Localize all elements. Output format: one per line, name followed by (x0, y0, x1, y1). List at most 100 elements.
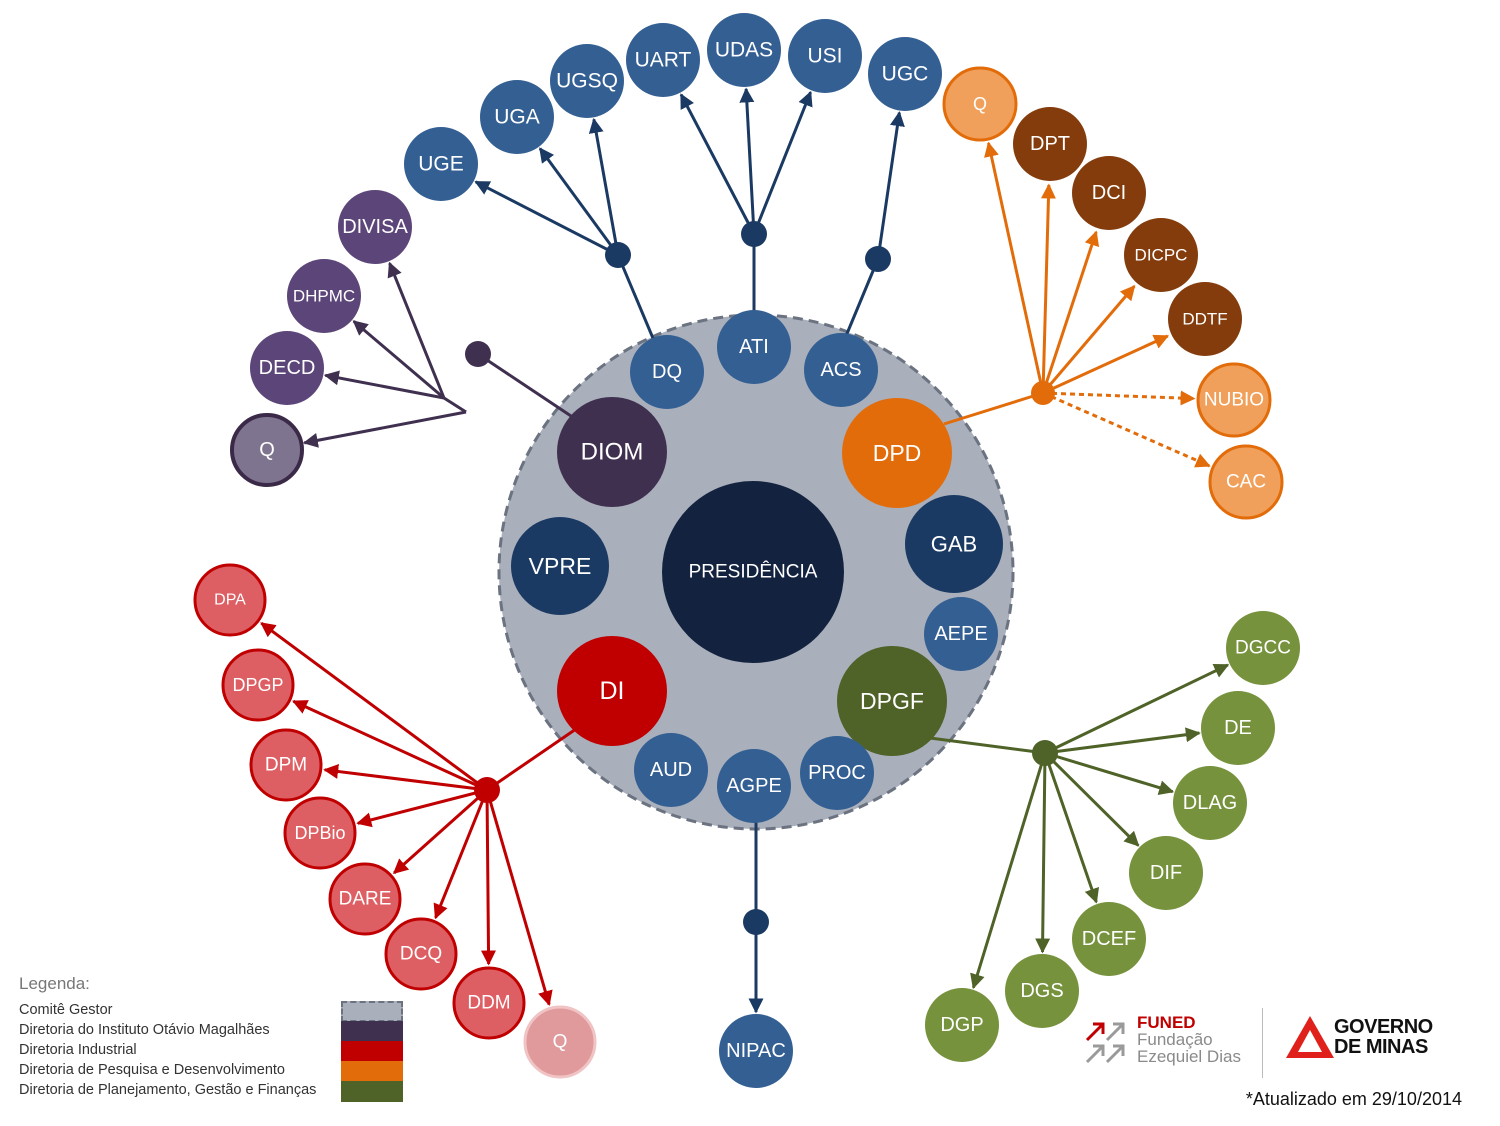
node-label: DDM (467, 993, 510, 1014)
node-label: DE (1224, 717, 1252, 739)
node-label: PROC (808, 762, 866, 784)
node-label: DGS (1020, 980, 1063, 1002)
node-dicpc: DICPC (1124, 218, 1198, 292)
node-dgs: DGS (1005, 954, 1079, 1028)
node-proc-committee: PROC (800, 736, 874, 810)
edge-dpd-dpt (1040, 183, 1056, 394)
node-label: DIVISA (342, 216, 408, 238)
legend-title: Legenda: (19, 974, 90, 993)
node-diom-committee: DIOM (557, 397, 667, 507)
node-dpa: DPA (193, 563, 267, 637)
node-label: CAC (1226, 472, 1266, 493)
node-label: DICPC (1135, 246, 1188, 265)
edge-dpd-nubio (1042, 390, 1196, 406)
edge-ati-uart (679, 93, 756, 235)
edge-di-dpbio (356, 788, 488, 828)
node-label: UGSQ (556, 70, 618, 93)
node-ddtf: DDTF (1168, 282, 1242, 356)
node-label: DCQ (400, 944, 442, 965)
edge-di-ddm (481, 789, 497, 966)
edge-dq-uge (474, 180, 619, 257)
node-dpgf-committee: DPGF (837, 646, 947, 756)
node-gab-committee: GAB (905, 495, 1003, 593)
legend-item-diom: Diretoria do Instituto Otávio Magalhães (19, 1021, 403, 1042)
edge-diom-divisa (387, 261, 446, 399)
node-label: Q (973, 94, 987, 114)
edge-dq-uga (538, 147, 620, 256)
legend-item-comite-gestor: Comitê Gestor (19, 1001, 403, 1022)
edge-dpgf-dgs (1035, 752, 1051, 954)
edge-diom-dhpmc (352, 320, 445, 400)
node-ugc: UGC (868, 37, 942, 111)
node-label: AGPE (726, 775, 782, 797)
node-cac: CAC (1208, 444, 1284, 520)
node-agpe-committee: AGPE (717, 749, 791, 823)
edge-diom-decd (323, 370, 445, 400)
edge-acs-hub (844, 258, 880, 337)
edge-diom-q (302, 410, 467, 448)
legend-swatch-dpgf (341, 1081, 403, 1102)
node-label: DDTF (1182, 310, 1227, 329)
gov-line2: DE MINAS (1334, 1035, 1428, 1058)
edge-dpd-cac (1042, 391, 1211, 468)
node-label: DIOM (581, 439, 644, 466)
edge-dpgf-dcef (1043, 752, 1100, 904)
node-label: DPT (1030, 133, 1070, 155)
node-aepe-committee: AEPE (924, 597, 998, 671)
edge-dpgf-dif (1043, 751, 1140, 847)
node-de: DE (1201, 691, 1275, 765)
node-label: DGP (940, 1014, 983, 1036)
legend-item-dpd: Diretoria de Pesquisa e Desenvolvimento (19, 1061, 403, 1082)
node-label: PRESIDÊNCIA (689, 561, 818, 583)
node-label: UDAS (715, 39, 773, 62)
node-ati-committee: ATI (717, 310, 791, 384)
edge-dpgf-dlag (1044, 751, 1175, 795)
node-label: AUD (650, 759, 692, 781)
node-dpd-committee: DPD (842, 398, 952, 508)
edge-dpgf-dgp (970, 752, 1047, 990)
hub-di (474, 777, 500, 803)
node-dpgp: DPGP (221, 648, 295, 722)
funed-logo: FUNED Fundação Ezequiel Dias (1083, 1014, 1263, 1070)
node-presidencia-center: PRESIDÊNCIA (662, 481, 844, 663)
node-divisa: DIVISA (338, 190, 412, 264)
node-label: DCI (1092, 182, 1126, 204)
node-decd: DECD (250, 331, 324, 405)
hub-dpgf (1032, 740, 1058, 766)
node-label: ACS (820, 359, 861, 381)
funed-line1: Fundação (1137, 1030, 1213, 1049)
hub-diom (465, 341, 491, 367)
legend-label: Diretoria de Planejamento, Gestão e Fina… (19, 1082, 317, 1098)
gov-line1: GOVERNO (1334, 1016, 1433, 1038)
hub-acs (865, 246, 891, 272)
edge-dpd-dci (1041, 230, 1100, 394)
node-label: NUBIO (1204, 390, 1264, 411)
node-label: Q (553, 1032, 568, 1053)
funed-line2: Ezequiel Dias (1137, 1047, 1241, 1066)
node-label: ATI (739, 336, 769, 358)
legend: Legenda: Comitê Gestor Diretoria do Inst… (19, 974, 403, 1102)
node-label: DPBio (294, 823, 345, 843)
edge-dpgf-hub (929, 736, 1046, 755)
node-label: DQ (652, 361, 682, 383)
edge-diom-fan-origin (443, 396, 467, 414)
node-label: USI (807, 45, 842, 68)
node-label: DPA (214, 592, 246, 609)
node-label: DECD (259, 357, 316, 379)
node-label: DIF (1150, 862, 1182, 884)
node-dci: DCI (1072, 156, 1146, 230)
node-dcef: DCEF (1072, 902, 1146, 976)
node-di-committee: DI (557, 636, 667, 746)
edge-acs-ugc (876, 111, 905, 260)
edge-dpgf-de (1044, 727, 1201, 755)
node-label: NIPAC (726, 1040, 786, 1062)
edge-dpgf-dgcc (1044, 663, 1230, 755)
node-label: UGE (418, 153, 464, 176)
edge-di-hub (486, 727, 577, 792)
triangle-icon (1286, 1016, 1334, 1058)
legend-swatch-di (341, 1041, 403, 1062)
node-aud-committee: AUD (634, 733, 708, 807)
node-nubio: NUBIO (1196, 362, 1272, 438)
edge-dpd-q-dpd (984, 141, 1045, 394)
edge-di-dpa (260, 621, 488, 792)
